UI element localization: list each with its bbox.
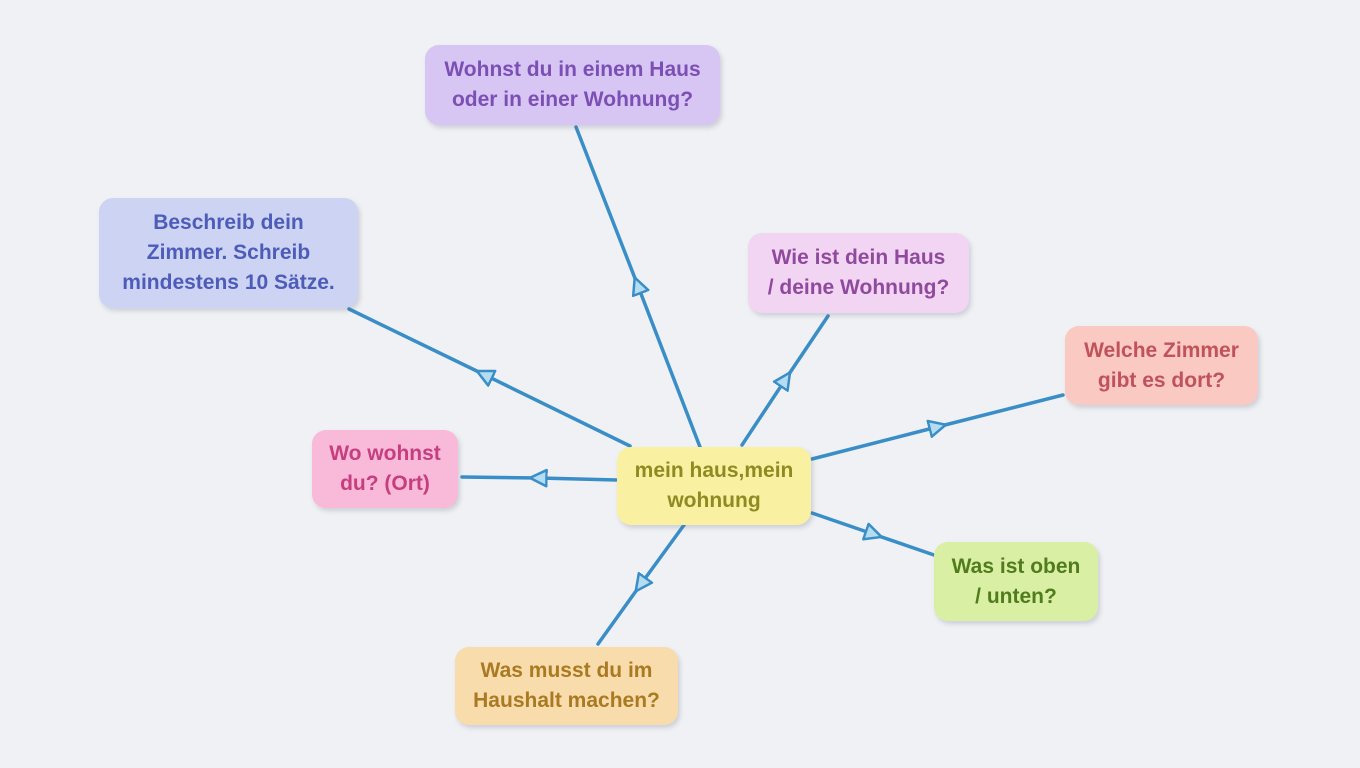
node-wo-wohnst-du-ort[interactable]: Wo wohnst du? (Ort) — [312, 430, 458, 508]
edge-central-to-oben — [810, 511, 936, 557]
node-beschreib-dein-zimmer[interactable]: Beschreib dein Zimmer. Schreib mindesten… — [99, 198, 358, 308]
node-label: Was musst du im Haushalt machen? — [473, 659, 660, 712]
edge-central-to-wo — [460, 477, 619, 480]
node-label: Beschreib dein Zimmer. Schreib mindesten… — [122, 211, 335, 294]
node-label: Was ist oben / unten? — [951, 554, 1081, 608]
edge-central-to-beschreib — [347, 307, 632, 448]
edge-central-to-welche — [810, 393, 1065, 461]
node-wohnst-du-haus-oder-wohnung[interactable]: Wohnst du in einem Haus oder in einer Wo… — [425, 45, 720, 125]
edge-central-to-wohnst — [574, 125, 702, 449]
edge-central-to-wie — [740, 314, 830, 447]
node-was-ist-oben-unten[interactable]: Was ist oben / unten? — [934, 542, 1098, 621]
node-label: Wie ist dein Haus / deine Wohnung? — [767, 246, 950, 299]
node-central-mein-haus-mein-wohnung[interactable]: mein haus,mein wohnung — [617, 447, 811, 525]
node-label: Welche Zimmer gibt es dort? — [1084, 338, 1239, 392]
node-wie-ist-dein-haus[interactable]: Wie ist dein Haus / deine Wohnung? — [748, 233, 969, 313]
node-label: Wohnst du in einem Haus oder in einer Wo… — [444, 58, 701, 111]
node-welche-zimmer-gibt-es[interactable]: Welche Zimmer gibt es dort? — [1065, 326, 1258, 405]
node-was-musst-du-im-haushalt[interactable]: Was musst du im Haushalt machen? — [455, 647, 678, 725]
edge-central-to-haushalt — [596, 523, 686, 646]
node-label: Wo wohnst du? (Ort) — [329, 442, 441, 495]
node-label: mein haus,mein wohnung — [634, 459, 794, 512]
